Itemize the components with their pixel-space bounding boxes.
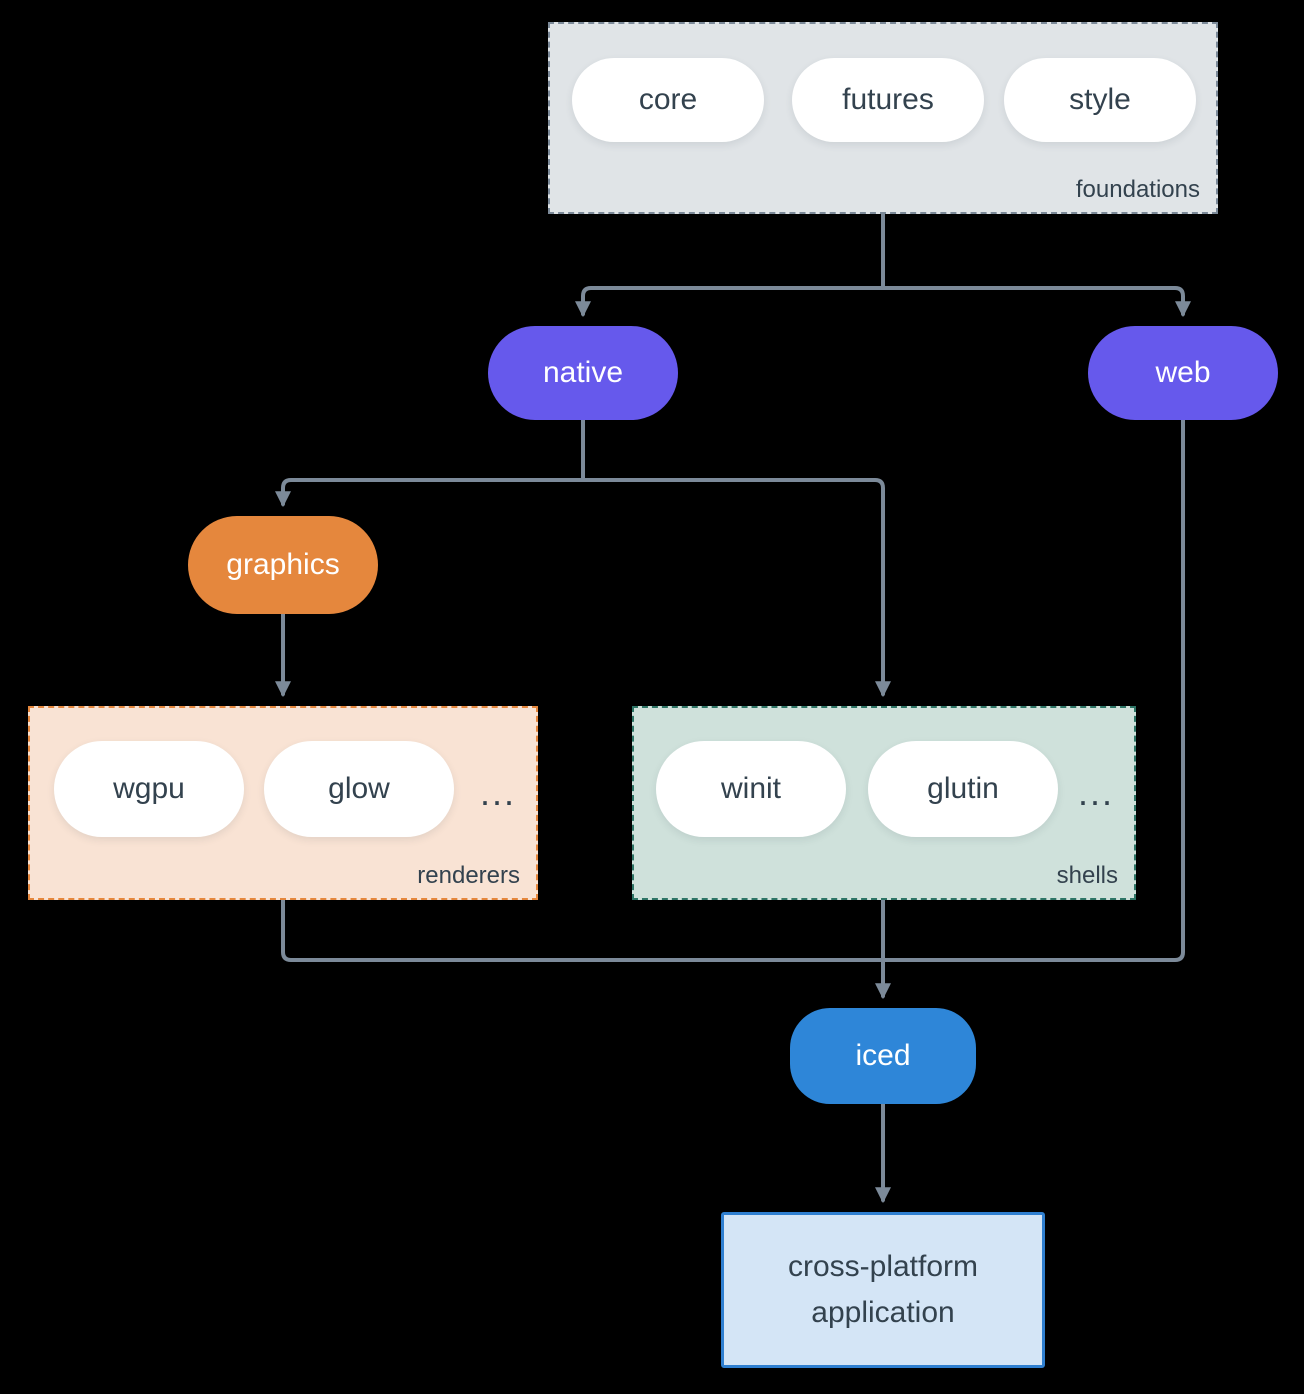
node-glutin-label: glutin xyxy=(927,772,999,805)
node-style: style xyxy=(1004,58,1196,142)
shells-ellipsis: ... xyxy=(1077,772,1114,813)
node-glutin: glutin xyxy=(868,741,1058,837)
edge-foundations-web xyxy=(881,286,1191,318)
node-wgpu: wgpu xyxy=(54,741,244,837)
node-style-label: style xyxy=(1069,83,1131,116)
edge-native-graphics xyxy=(275,478,585,508)
renderers-ellipsis: ... xyxy=(479,772,516,813)
node-native: native xyxy=(488,326,678,420)
application-label-line1: cross-platform xyxy=(787,1249,979,1283)
shells-group: winit glutin ... shells xyxy=(632,706,1136,900)
node-graphics-label: graphics xyxy=(226,548,340,581)
edge-native-shells xyxy=(581,478,891,698)
edge-foundations-native xyxy=(575,286,885,318)
node-futures: futures xyxy=(792,58,984,142)
node-winit-label: winit xyxy=(720,772,781,805)
node-web: web xyxy=(1088,326,1278,420)
node-iced: iced xyxy=(790,1008,976,1104)
node-web-label: web xyxy=(1155,356,1211,389)
node-graphics: graphics xyxy=(188,516,378,614)
node-native-label: native xyxy=(542,356,624,389)
application-label-line2: application xyxy=(811,1296,955,1329)
node-core: core xyxy=(572,58,764,142)
foundations-group: core futures style foundations xyxy=(548,22,1218,214)
node-wgpu-label: wgpu xyxy=(113,772,185,805)
node-cross-platform-application: cross-platform application xyxy=(721,1212,1045,1368)
node-glow: glow xyxy=(264,741,454,837)
node-core-label: core xyxy=(638,83,698,116)
node-winit: winit xyxy=(656,741,846,837)
renderers-group: wgpu glow ... renderers xyxy=(28,706,538,900)
node-iced-label: iced xyxy=(855,1039,911,1072)
node-glow-label: glow xyxy=(328,772,390,805)
shells-group-label: shells xyxy=(1056,862,1118,889)
node-futures-label: futures xyxy=(842,83,934,116)
renderers-group-label: renderers xyxy=(417,862,520,889)
foundations-group-label: foundations xyxy=(1075,176,1200,203)
